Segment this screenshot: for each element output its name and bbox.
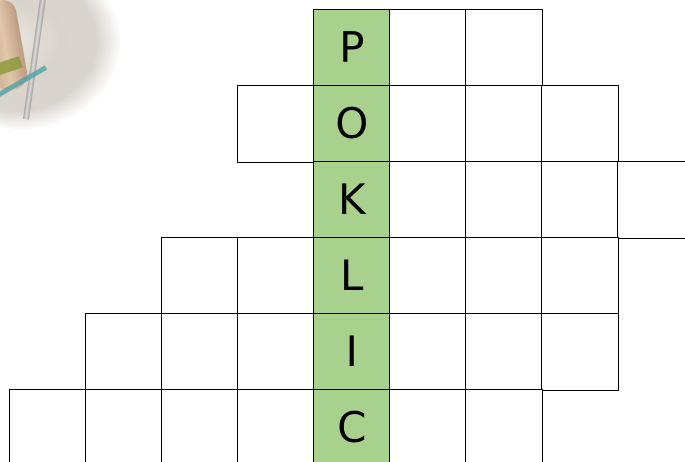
- crossword-cell[interactable]: [161, 389, 239, 462]
- crossword-cell[interactable]: [237, 85, 315, 163]
- crossword-cell[interactable]: [465, 9, 543, 87]
- iv-pole-shape: [23, 0, 47, 120]
- solution-cell[interactable]: C: [313, 389, 391, 462]
- solution-cell[interactable]: I: [313, 313, 391, 391]
- solution-cell[interactable]: O: [313, 85, 391, 163]
- crossword-cell[interactable]: [389, 85, 467, 163]
- solution-cell[interactable]: K: [313, 161, 391, 239]
- crossword-cell[interactable]: [389, 389, 467, 462]
- crossword-cell[interactable]: [389, 9, 467, 87]
- solution-letter: K: [314, 162, 390, 238]
- crossword-cell[interactable]: [161, 313, 239, 391]
- solution-letter: L: [314, 238, 390, 314]
- crossword-cell[interactable]: [389, 161, 467, 239]
- solution-letter: I: [314, 314, 390, 390]
- crossword-cell[interactable]: [541, 313, 619, 391]
- crossword-cell[interactable]: [465, 237, 543, 315]
- crossword-cell[interactable]: [85, 389, 163, 462]
- crossword-cell[interactable]: [465, 85, 543, 163]
- crossword-cell[interactable]: [389, 313, 467, 391]
- crossword-cell[interactable]: [541, 85, 619, 163]
- crossword-cell[interactable]: [237, 237, 315, 315]
- crossword-cell[interactable]: [237, 389, 315, 462]
- solution-cell[interactable]: P: [313, 9, 391, 87]
- crossword-cell[interactable]: [465, 161, 543, 239]
- crossword-cell[interactable]: [389, 237, 467, 315]
- crossword-cell[interactable]: [465, 313, 543, 391]
- solution-letter: P: [314, 10, 390, 86]
- crossword-cell[interactable]: [237, 313, 315, 391]
- solution-letter: C: [314, 390, 390, 462]
- solution-letter: O: [314, 86, 390, 162]
- crossword-cell[interactable]: [9, 389, 87, 462]
- crossword-cell[interactable]: [161, 237, 239, 315]
- hospital-iv-photo-icon: [0, 0, 120, 130]
- crossword-cell[interactable]: [541, 161, 619, 239]
- crossword-cell[interactable]: [85, 313, 163, 391]
- crossword-cell[interactable]: [617, 161, 685, 239]
- solution-cell[interactable]: L: [313, 237, 391, 315]
- crossword-cell[interactable]: [465, 389, 543, 462]
- crossword-cell[interactable]: [541, 237, 619, 315]
